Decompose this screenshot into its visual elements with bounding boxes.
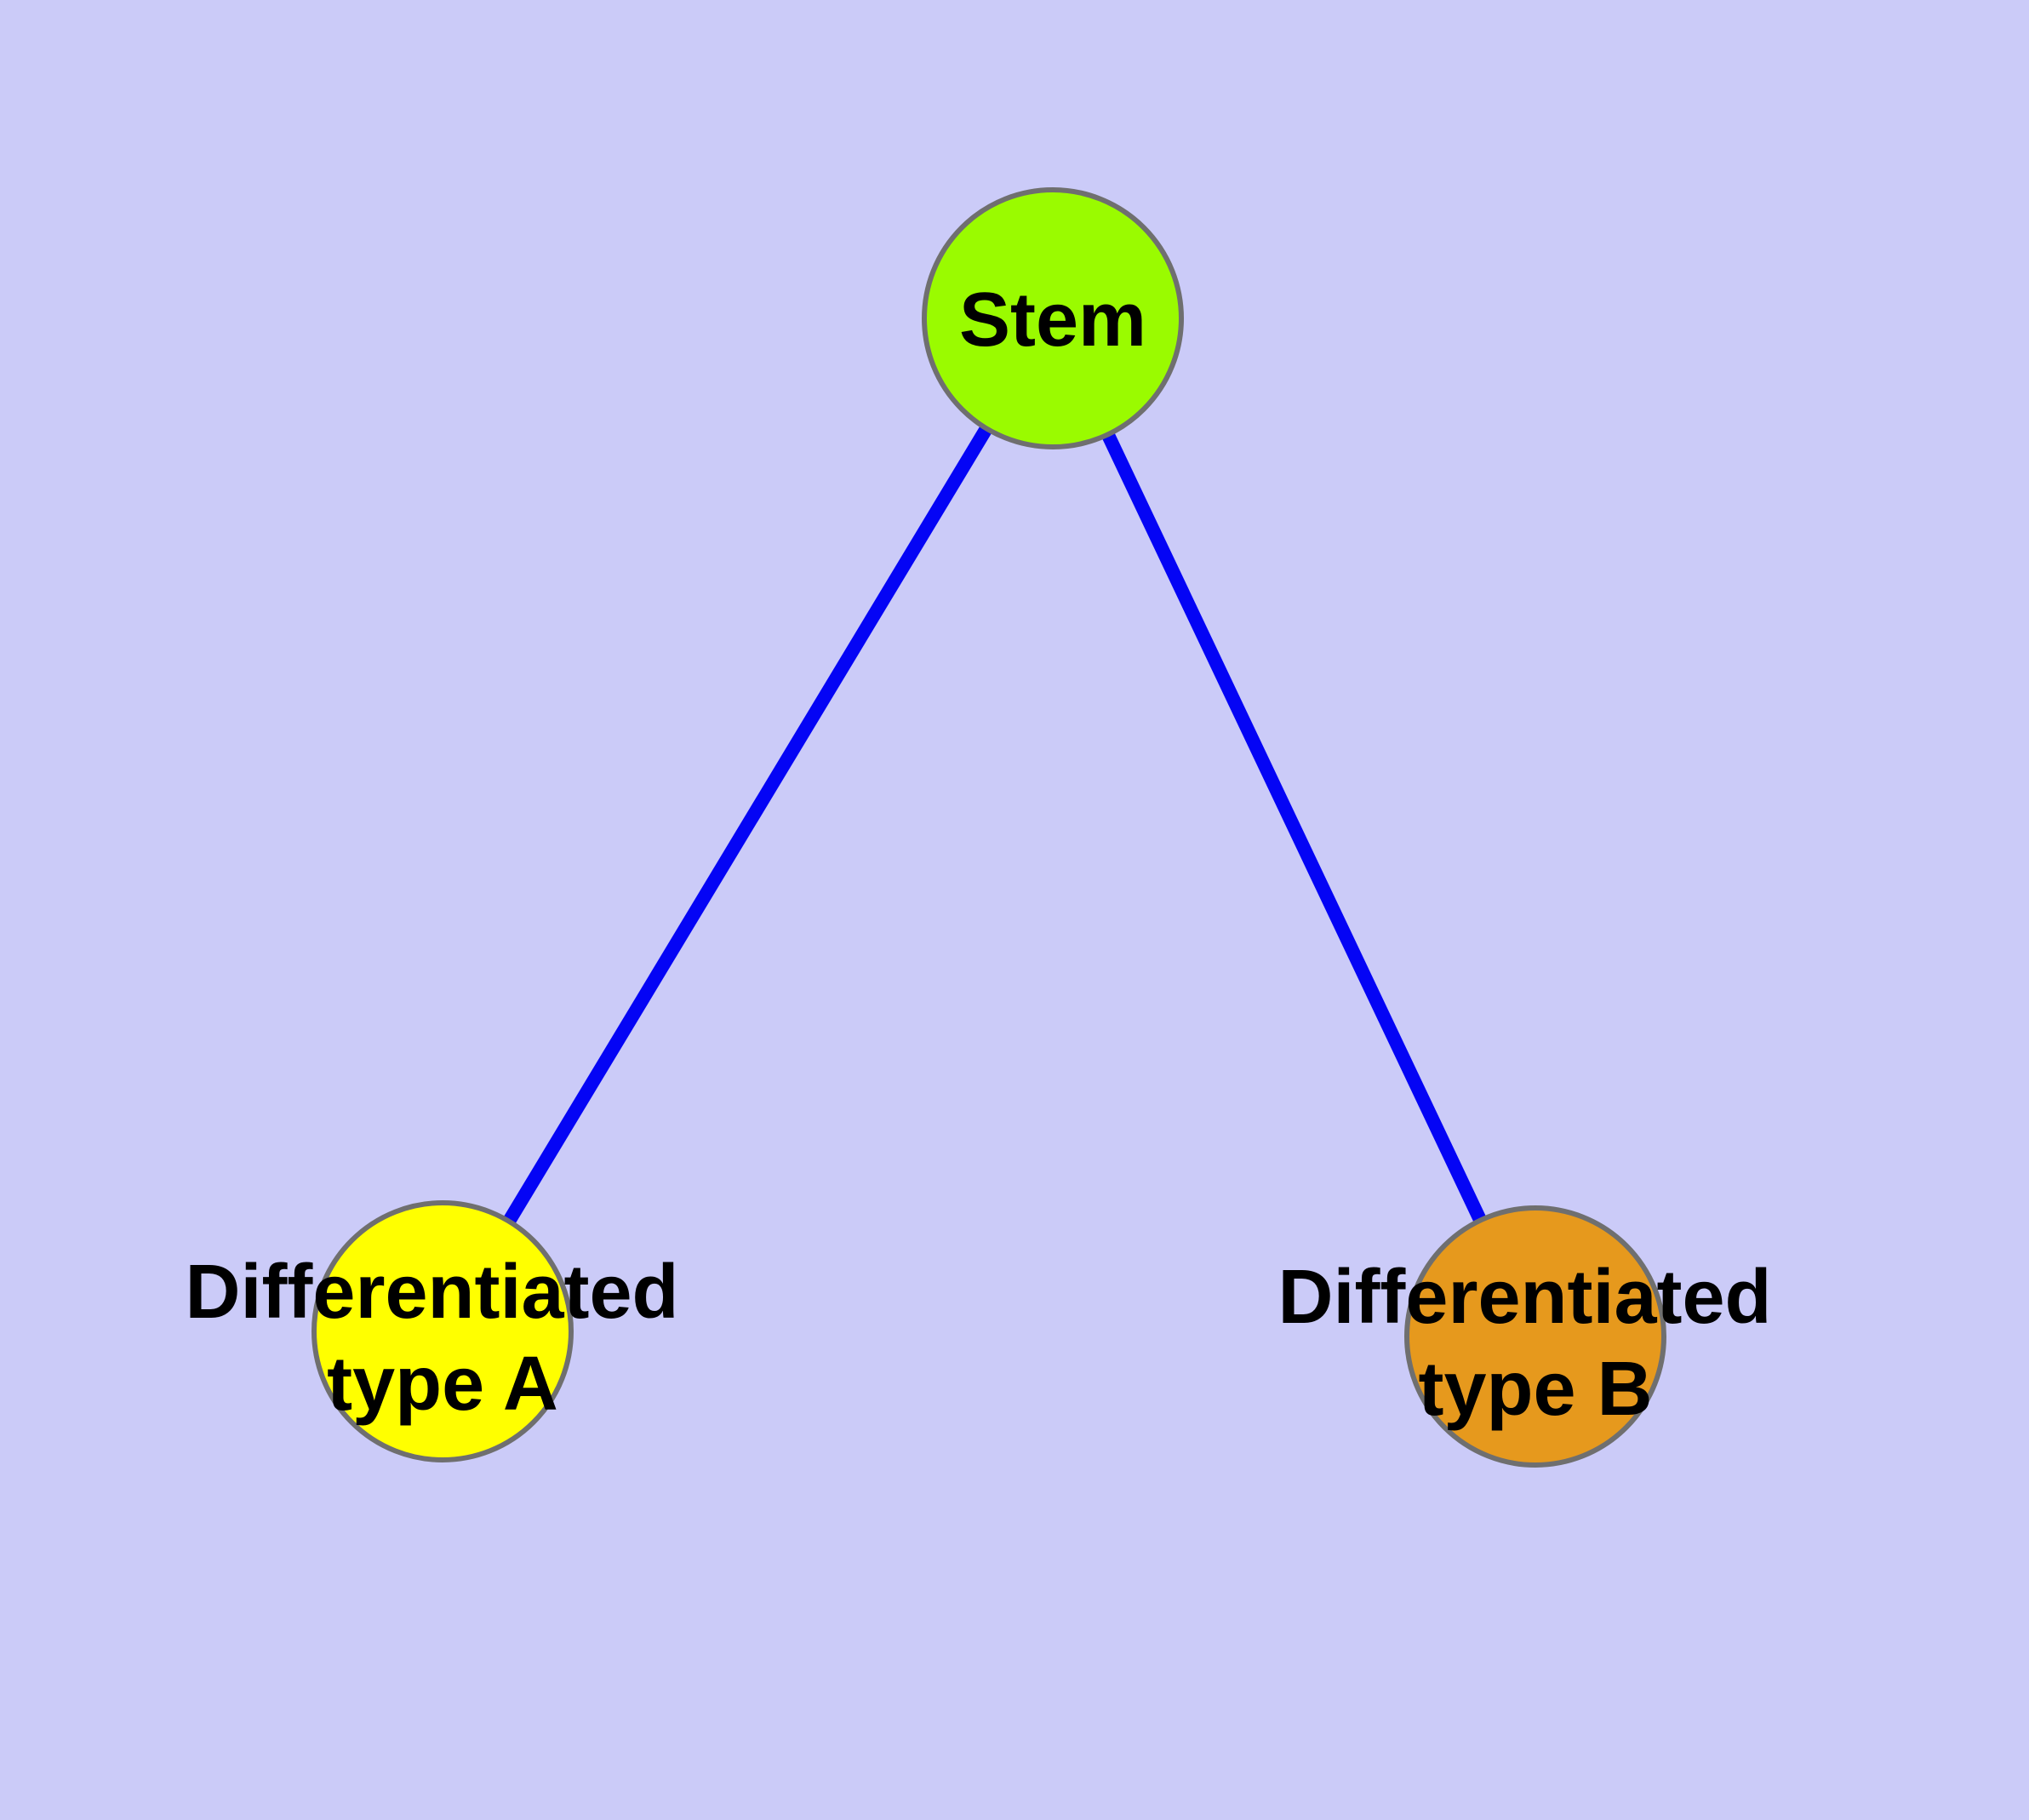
differentiated-type-a-label: Differentiated type A xyxy=(185,1250,700,1427)
differentiated-type-b-node xyxy=(1404,1205,1666,1468)
differentiated-type-b-label-line2: type B xyxy=(1418,1347,1652,1432)
edge-stem-to-type-b xyxy=(1046,315,1542,1340)
stem-node xyxy=(922,187,1184,449)
edge-stem-to-type-a xyxy=(437,314,1059,1336)
differentiated-type-a-label-line1: Differentiated xyxy=(185,1250,678,1335)
stem-node-label: Stem xyxy=(959,278,1146,363)
differentiated-type-a-node xyxy=(311,1200,574,1462)
differentiated-type-a-label-line2: type A xyxy=(327,1342,558,1427)
differentiated-type-b-label: Differentiated type B xyxy=(1277,1255,1792,1432)
differentiated-type-b-label-line1: Differentiated xyxy=(1277,1255,1771,1340)
